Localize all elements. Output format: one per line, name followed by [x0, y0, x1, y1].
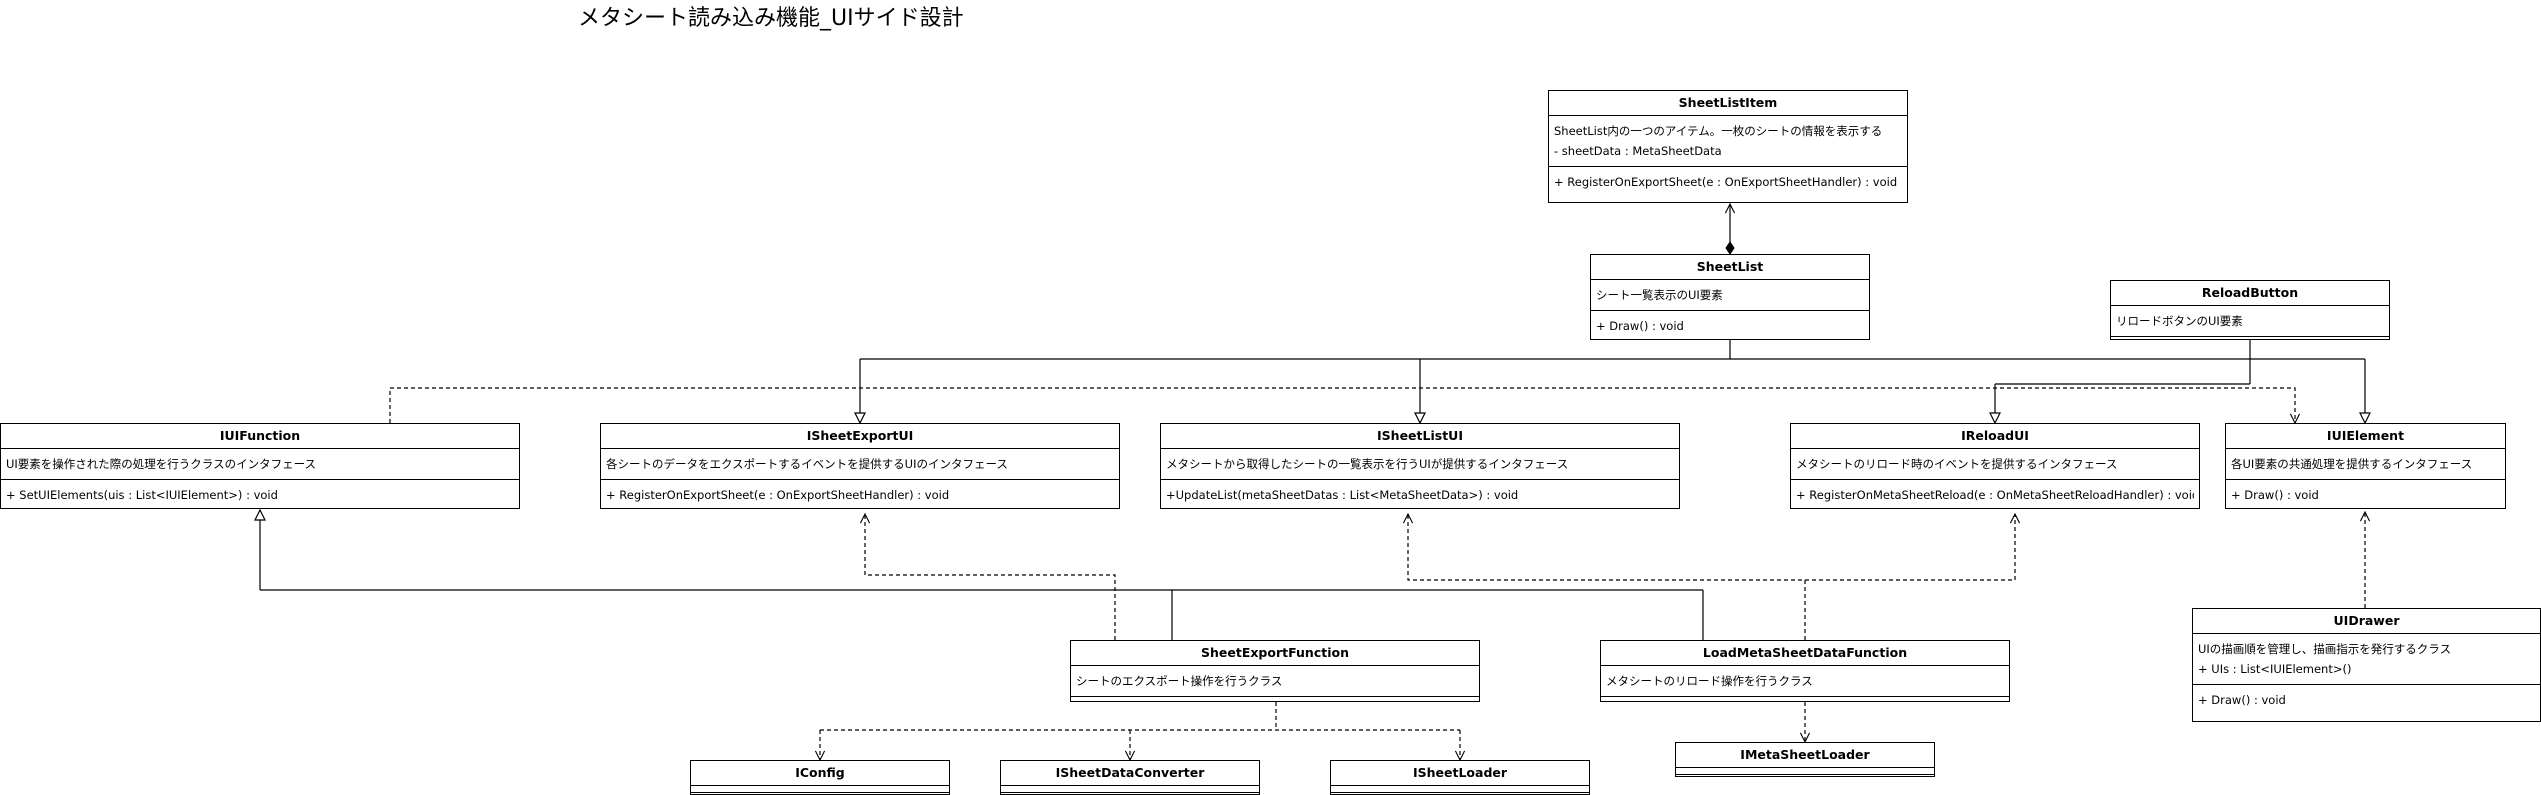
class-iuielement[interactable]: IUIElement 各UI要素の共通処理を提供するインタフェース + Draw… [2225, 423, 2506, 509]
class-attribute: - sheetData : MetaSheetData [1554, 144, 1722, 158]
class-description: メタシートから取得したシートの一覧表示を行うUIが提供するインタフェース [1166, 457, 1569, 471]
class-name: SheetList [1591, 255, 1869, 280]
class-name: ISheetExportUI [601, 424, 1119, 449]
class-description: SheetList内の一つのアイテム。一枚のシートの情報を表示する [1554, 124, 1883, 138]
class-uidrawer[interactable]: UIDrawer UIの描画順を管理し、描画指示を発行するクラス + UIs :… [2192, 608, 2541, 722]
class-method: + Draw() : void [2198, 693, 2286, 707]
class-method: +UpdateList(metaSheetDatas : List<MetaSh… [1166, 488, 1519, 502]
class-name: ISheetLoader [1412, 765, 1508, 780]
class-name: IUIFunction [1, 424, 519, 449]
class-attribute: + UIs : List<IUIElement>() [2198, 662, 2352, 676]
class-name: SheetExportFunction [1071, 641, 1479, 666]
class-method: + SetUIElements(uis : List<IUIElement>) … [6, 488, 278, 502]
class-method: + Draw() : void [2231, 488, 2319, 502]
class-sheetlistitem[interactable]: SheetListItem SheetList内の一つのアイテム。一枚のシートの… [1548, 90, 1908, 203]
class-name: IConfig [795, 765, 845, 780]
class-method: + Draw() : void [1596, 319, 1684, 333]
class-description: リロードボタンのUI要素 [2116, 314, 2243, 328]
class-ireloadui[interactable]: IReloadUI メタシートのリロード時のイベントを提供するインタフェース +… [1790, 423, 2200, 509]
class-description: UI要素を操作された際の処理を行うクラスのインタフェース [6, 457, 317, 471]
class-reloadbutton[interactable]: ReloadButton リロードボタンのUI要素 [2110, 280, 2390, 340]
class-description: メタシートのリロード操作を行うクラス [1606, 674, 1813, 688]
class-iuifunction[interactable]: IUIFunction UI要素を操作された際の処理を行うクラスのインタフェース… [0, 423, 520, 509]
class-name: ReloadButton [2111, 281, 2389, 306]
class-name: IUIElement [2226, 424, 2505, 449]
class-name: LoadMetaSheetDataFunction [1601, 641, 2009, 666]
class-description: UIの描画順を管理し、描画指示を発行するクラス [2198, 642, 2452, 656]
edge-sheetexport-isheetexportui [865, 514, 1116, 640]
class-iconfig[interactable]: IConfig [690, 760, 950, 795]
class-description: 各UI要素の共通処理を提供するインタフェース [2231, 457, 2473, 471]
class-sheetlist[interactable]: SheetList シート一覧表示のUI要素 + Draw() : void [1590, 254, 1870, 340]
class-description: シート一覧表示のUI要素 [1596, 288, 1723, 302]
class-name: ISheetListUI [1161, 424, 1679, 449]
class-description: メタシートのリロード時のイベントを提供するインタフェース [1796, 457, 2118, 471]
class-name: IMetaSheetLoader [1740, 747, 1870, 762]
class-isheetdataconverter[interactable]: ISheetDataConverter [1000, 760, 1260, 795]
class-sheetexportfunction[interactable]: SheetExportFunction シートのエクスポート操作を行うクラス [1070, 640, 1480, 702]
class-isheetexportui[interactable]: ISheetExportUI 各シートのデータをエクスポートするイベントを提供す… [600, 423, 1120, 509]
class-method: + RegisterOnExportSheet(e : OnExportShee… [1554, 175, 1898, 189]
edge-loadmeta-isheetlistui [1408, 514, 1806, 640]
page-title: メタシート読み込み機能_UIサイド設計 [578, 6, 964, 31]
class-description: 各シートのデータをエクスポートするイベントを提供するUIのインタフェース [606, 457, 1008, 471]
class-description: シートのエクスポート操作を行うクラス [1076, 674, 1283, 688]
class-method: + RegisterOnMetaSheetReload(e : OnMetaSh… [1796, 488, 2194, 502]
class-name: IReloadUI [1791, 424, 2199, 449]
class-name: SheetListItem [1549, 91, 1907, 116]
class-imetasheetloader[interactable]: IMetaSheetLoader [1675, 742, 1935, 777]
class-method: + RegisterOnExportSheet(e : OnExportShee… [606, 488, 950, 502]
class-loadmetasheetdatafunction[interactable]: LoadMetaSheetDataFunction メタシートのリロード操作を行… [1600, 640, 2010, 702]
class-name: UIDrawer [2193, 609, 2540, 634]
class-name: ISheetDataConverter [1055, 765, 1205, 780]
class-isheetloader[interactable]: ISheetLoader [1330, 760, 1590, 795]
edge-loadmeta-ireloadui [1805, 514, 2015, 581]
class-isheetlistui[interactable]: ISheetListUI メタシートから取得したシートの一覧表示を行うUIが提供… [1160, 423, 1680, 509]
edge-iuifunction-dashed [389, 387, 2295, 423]
